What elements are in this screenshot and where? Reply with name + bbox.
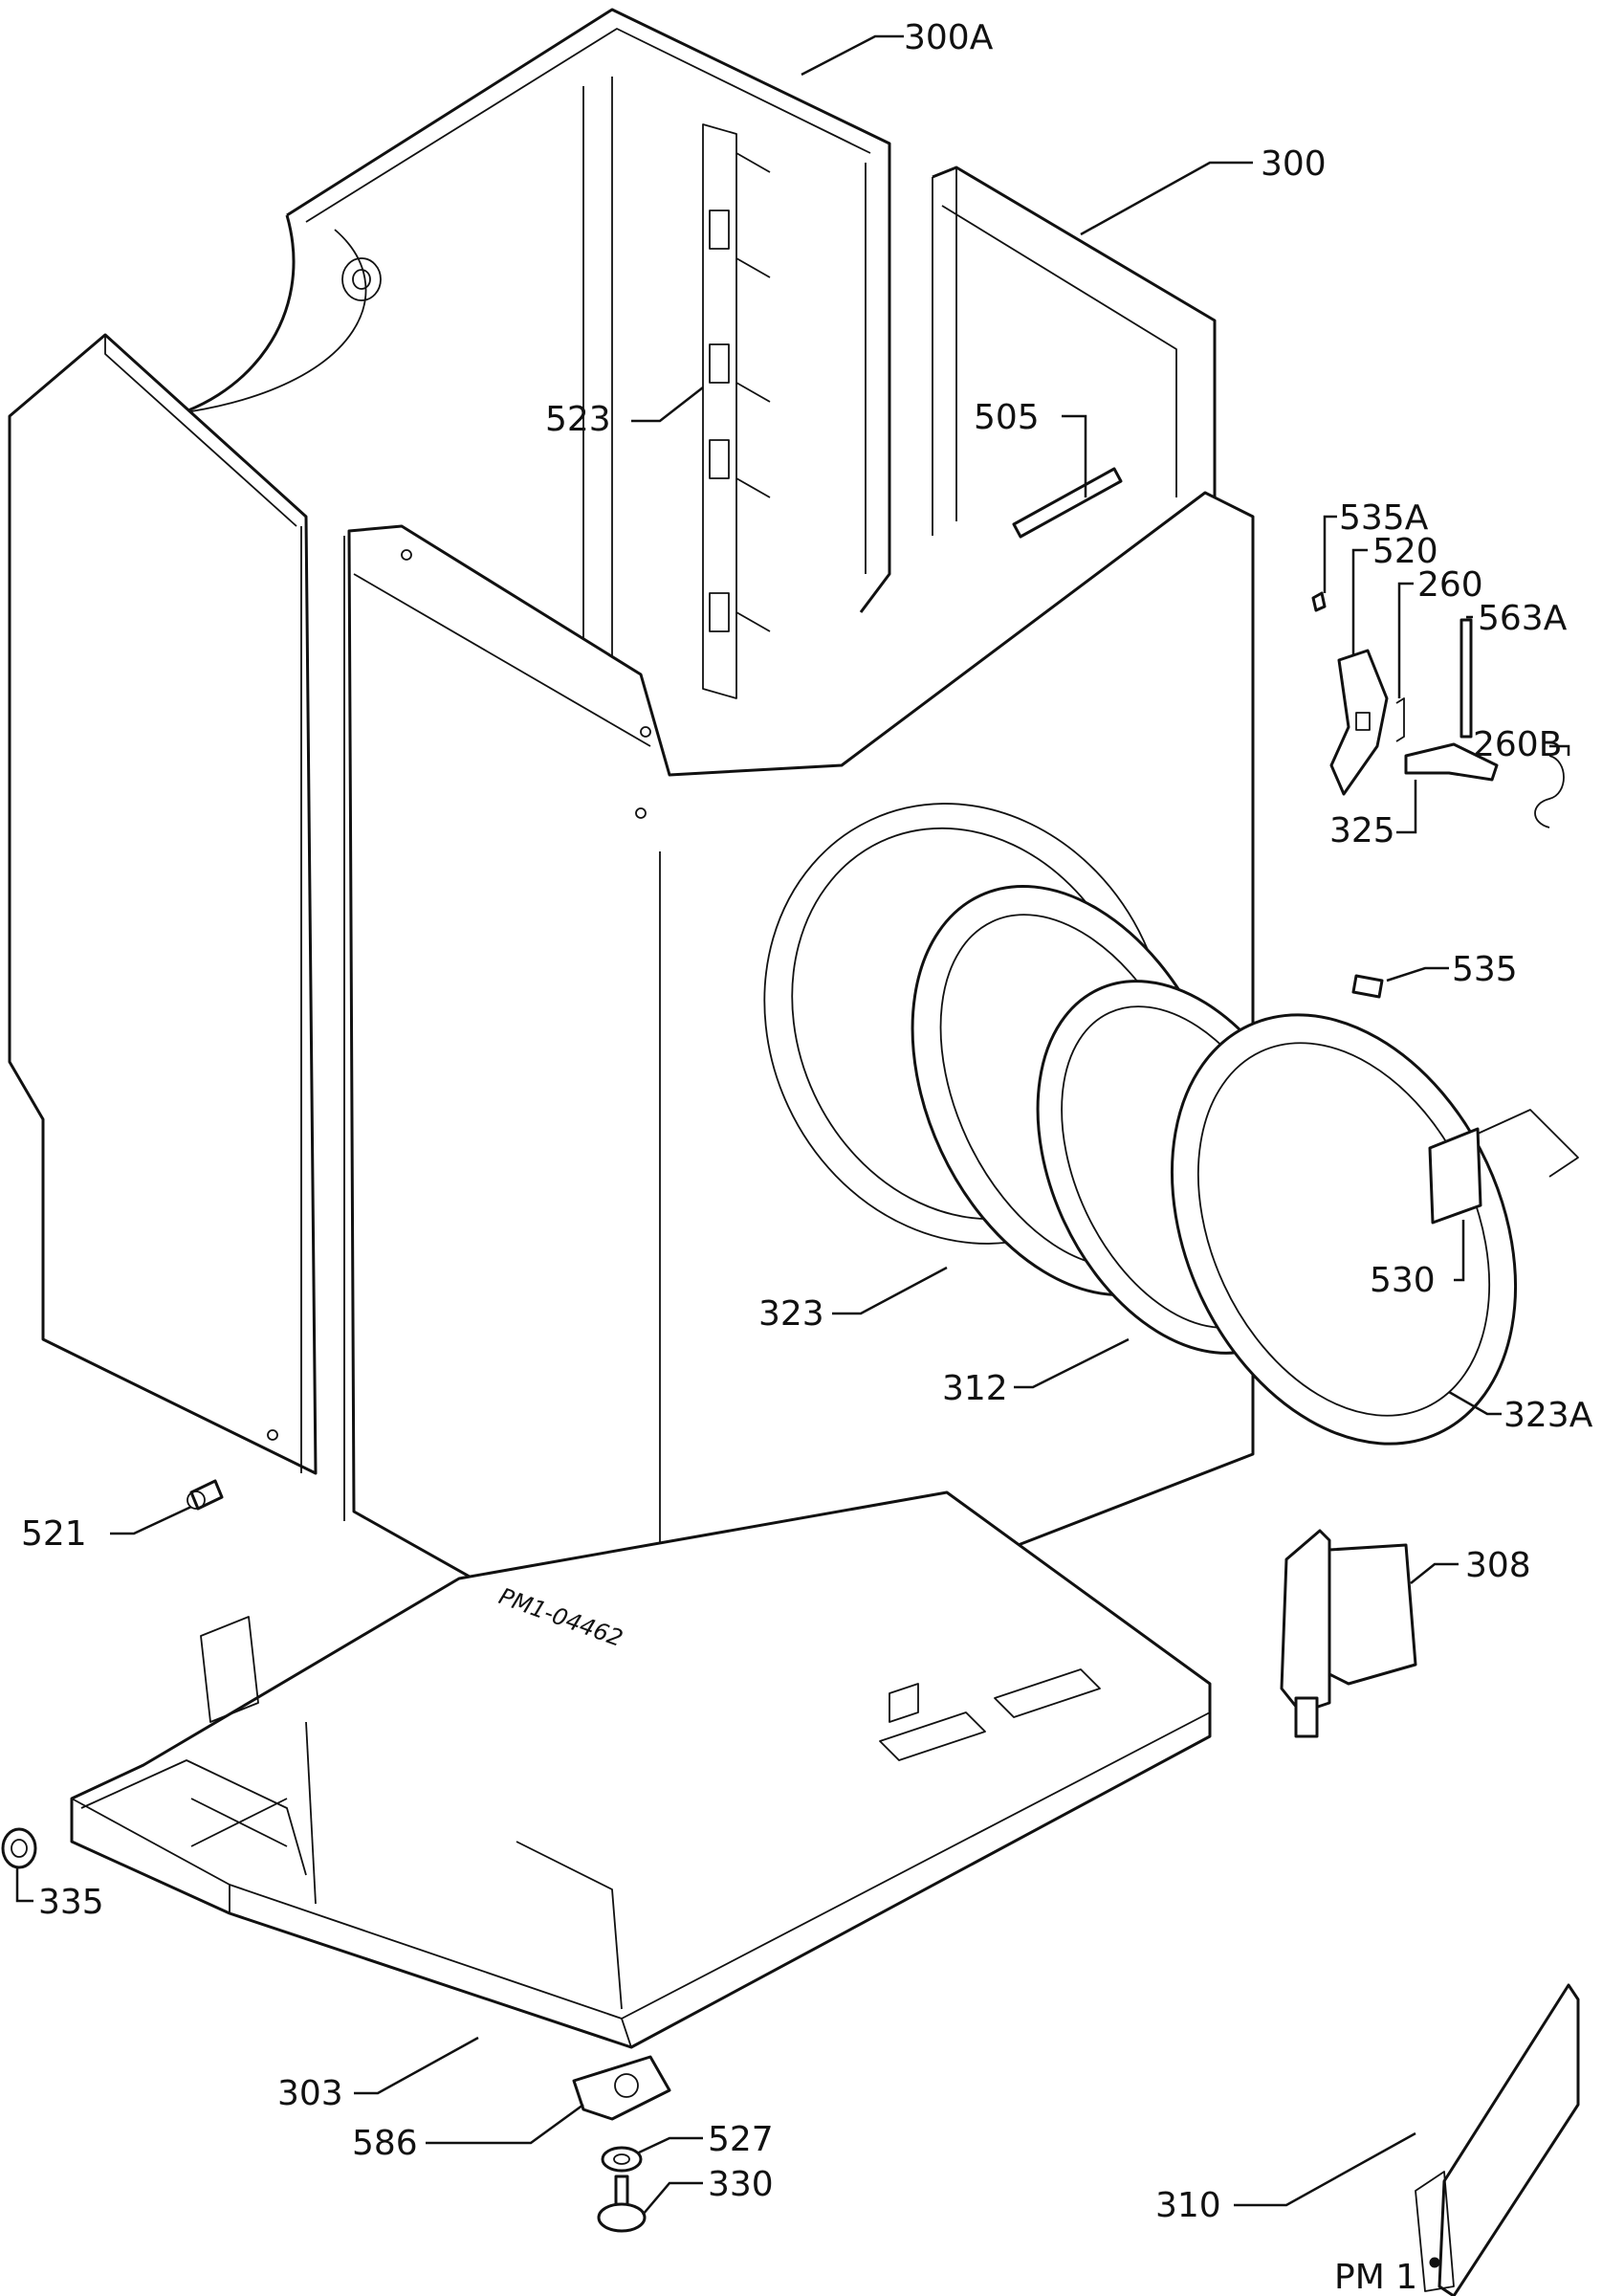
sheet-code: PM 1 <box>1334 2258 1417 2296</box>
callout-586: 586 <box>352 2103 584 2163</box>
callout-521: 521 <box>21 1505 192 1554</box>
door-323A <box>1170 1013 1579 1446</box>
label-535: 535 <box>1452 950 1518 989</box>
callout-505: 505 <box>974 398 1087 497</box>
label-530: 530 <box>1370 1261 1436 1300</box>
label-260B: 260B <box>1473 725 1562 764</box>
callout-323A: 323A <box>1448 1390 1593 1435</box>
base-frame-303 <box>70 1490 1212 2049</box>
label-521: 521 <box>21 1514 87 1554</box>
bracket-strip-523 <box>702 123 771 699</box>
callout-300: 300 <box>1080 144 1327 236</box>
callout-312: 312 <box>942 1337 1130 1408</box>
label-335: 335 <box>38 1883 104 1922</box>
label-563A: 563A <box>1478 599 1568 638</box>
nut-335 <box>1 1827 37 1869</box>
label-505: 505 <box>974 398 1040 437</box>
screw-521 <box>187 1479 224 1511</box>
callout-303: 303 <box>277 2036 479 2113</box>
callout-260: 260 <box>1397 565 1483 698</box>
callout-300A: 300A <box>801 18 994 77</box>
hatch-cover-310 <box>1415 1983 1580 2296</box>
label-310: 310 <box>1155 2186 1221 2225</box>
callout-523: 523 <box>545 386 704 439</box>
callout-310: 310 <box>1155 2131 1416 2225</box>
label-330: 330 <box>708 2165 774 2204</box>
label-323A: 323A <box>1503 1396 1593 1435</box>
label-520: 520 <box>1372 532 1438 571</box>
left-side-panel <box>8 333 318 1475</box>
callout-260B: 260B <box>1473 725 1570 764</box>
label-527: 527 <box>708 2120 774 2159</box>
hinge-bracket-308 <box>1280 1529 1417 1738</box>
label-586: 586 <box>352 2124 418 2163</box>
rear-frame-300A <box>152 8 891 727</box>
callout-535: 535 <box>1386 950 1518 989</box>
label-308: 308 <box>1465 1546 1531 1585</box>
callout-535A: 535A <box>1323 498 1429 593</box>
callout-325: 325 <box>1329 780 1417 850</box>
label-323: 323 <box>758 1294 824 1334</box>
callout-335: 335 <box>15 1867 104 1922</box>
label-303: 303 <box>277 2074 343 2113</box>
foot-assembly <box>572 2055 671 2233</box>
pin-535 <box>1351 974 1384 999</box>
label-325: 325 <box>1329 811 1395 850</box>
callout-530: 530 <box>1370 1220 1465 1300</box>
callout-527: 527 <box>638 2120 774 2159</box>
callout-330: 330 <box>642 2165 774 2216</box>
callout-308: 308 <box>1410 1546 1531 1585</box>
label-300: 300 <box>1261 144 1327 184</box>
rod-505 <box>1012 467 1123 539</box>
callout-520: 520 <box>1351 532 1438 655</box>
label-535A: 535A <box>1339 498 1429 538</box>
label-260: 260 <box>1417 565 1483 605</box>
callout-323: 323 <box>758 1266 948 1334</box>
label-312: 312 <box>942 1369 1008 1408</box>
frame-300 <box>932 166 1217 537</box>
hinge-assembly <box>1311 591 1565 828</box>
label-523: 523 <box>545 400 611 439</box>
label-300A: 300A <box>904 18 994 57</box>
callout-563A: 563A <box>1466 599 1568 638</box>
